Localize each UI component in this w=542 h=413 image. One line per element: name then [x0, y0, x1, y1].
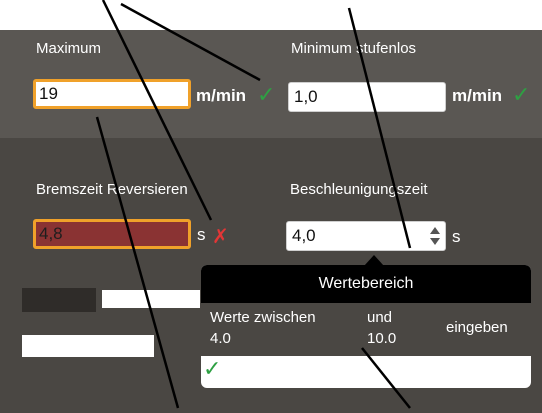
maximum-unit: m/min	[196, 86, 247, 105]
callout-line	[120, 2, 261, 82]
accel-input[interactable]	[286, 221, 446, 251]
tooltip-max-value: 10.0	[367, 330, 397, 347]
minimum-unit: m/min	[452, 86, 503, 105]
tooltip-min-value: 4.0	[210, 330, 231, 347]
check-icon: ✓	[203, 356, 222, 381]
minimum-label: Minimum stufenlos	[291, 40, 417, 57]
callout-line	[101, 0, 213, 221]
accel-unit: s	[452, 227, 461, 246]
brake-unit: s	[197, 225, 206, 244]
callout-line	[361, 347, 411, 409]
callout-line	[347, 7, 412, 249]
tooltip-and: und	[367, 309, 393, 326]
placeholder-block-light	[22, 335, 154, 357]
maximum-input[interactable]	[33, 79, 191, 109]
callout-line	[95, 116, 180, 409]
tooltip-arrow	[364, 255, 384, 266]
brake-input[interactable]	[33, 219, 191, 249]
placeholder-block-dark	[22, 288, 96, 312]
cross-icon: ✗	[212, 226, 229, 248]
tooltip-text-prefix: Werte zwischen	[210, 309, 316, 326]
tooltip-title: Wertebereich	[201, 265, 531, 303]
tooltip-text-suffix: eingeben	[446, 319, 508, 336]
placeholder-block-light	[102, 290, 200, 308]
chevron-down-icon[interactable]	[430, 238, 440, 245]
brake-label: Bremszeit Reversieren	[36, 181, 188, 198]
spinner[interactable]	[428, 222, 442, 250]
chevron-up-icon[interactable]	[430, 227, 440, 234]
check-icon: ✓	[257, 82, 276, 107]
maximum-label: Maximum	[36, 40, 102, 57]
range-tooltip: Wertebereich Werte zwischen 4.0 und 10.0…	[201, 265, 531, 388]
tooltip-body: Werte zwischen 4.0 und 10.0 eingeben	[201, 303, 531, 356]
check-icon: ✓	[512, 82, 531, 107]
